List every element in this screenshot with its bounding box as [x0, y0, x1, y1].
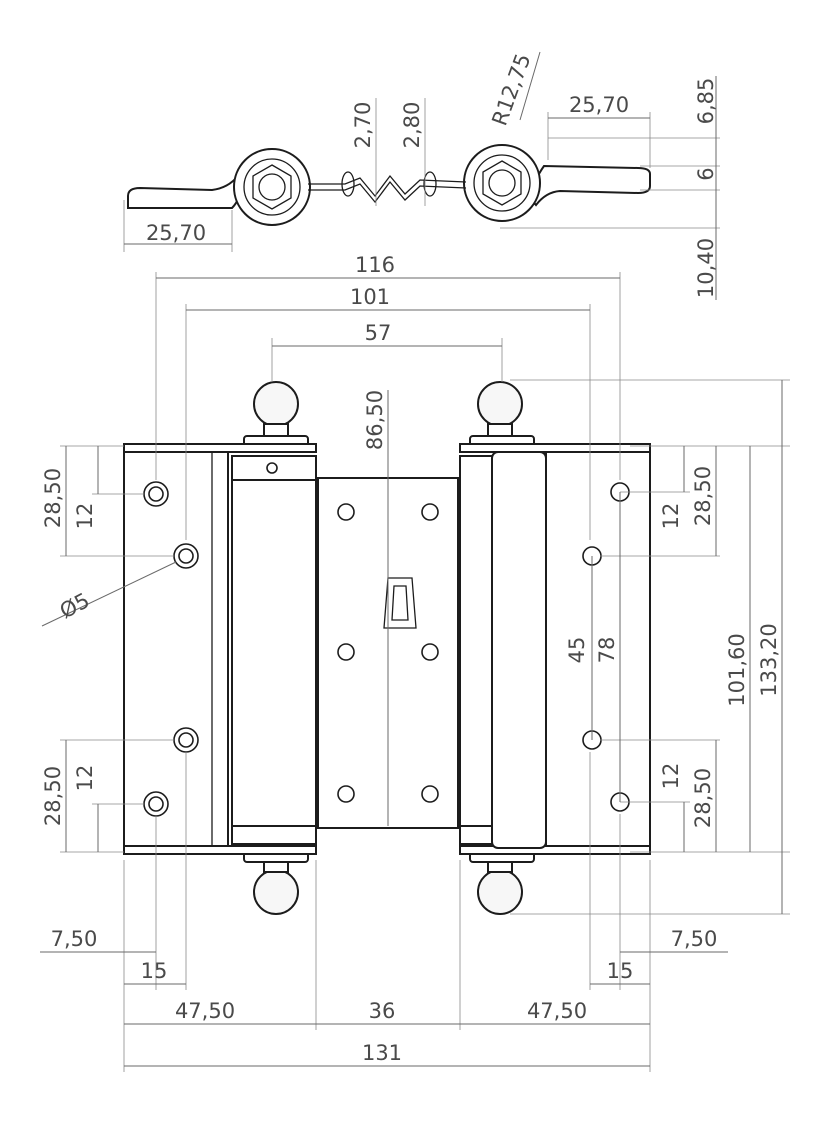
dim-hole-diameter: Ø5 — [56, 588, 94, 623]
front-dimensions: 116 101 57 86,50 28,50 12 Ø5 28,50 12 12… — [40, 253, 790, 1072]
dim-leaf-height: 101,60 — [725, 633, 749, 706]
top-right-hex-nut — [482, 160, 522, 206]
dim-top-left-leaf: 25,70 — [146, 221, 206, 245]
dim-right-inner-span: 45 — [565, 637, 589, 664]
dim-right-hole-spacing: 15 — [607, 959, 634, 983]
dim-right-outer-span: 78 — [595, 637, 619, 664]
dim-gap-right: 2,80 — [400, 102, 424, 149]
bottom-left-knob — [253, 869, 299, 915]
top-center-link — [308, 174, 467, 198]
bottom-right-knob — [477, 869, 523, 915]
dim-top-right-leaf: 25,70 — [569, 93, 629, 117]
top-view: 25,70 25,70 2,70 2,80 R12,75 6,85 6 10,4… — [123, 50, 720, 300]
dim-left-hole-spacing: 15 — [141, 959, 168, 983]
dim-h-top: 6,85 — [694, 78, 718, 125]
dim-overall-width-top: 116 — [355, 253, 395, 277]
dim-right-edge: 7,50 — [671, 927, 718, 951]
left-spring-barrel — [231, 455, 317, 845]
dim-center-width: 36 — [369, 999, 396, 1023]
dim-left-leaf-width: 47,50 — [175, 999, 235, 1023]
dim-left-bottom-outer: 28,50 — [41, 766, 65, 826]
dim-right-leaf-width: 47,50 — [527, 999, 587, 1023]
top-left-leaf — [127, 174, 246, 209]
dim-left-bottom-inner: 12 — [73, 765, 97, 792]
dim-gap-left: 2,70 — [351, 102, 375, 149]
front-left-leaf — [123, 445, 229, 853]
dim-right-bottom-outer: 28,50 — [691, 768, 715, 828]
top-left-knuckle — [233, 148, 311, 226]
dim-left-top-inner: 12 — [73, 503, 97, 530]
top-left-knob — [253, 381, 299, 427]
top-right-knuckle — [463, 144, 541, 222]
dim-hole-span: 101 — [350, 285, 390, 309]
dim-h-mid: 6 — [694, 167, 718, 180]
top-right-knob — [477, 381, 523, 427]
top-left-hex-nut — [252, 164, 292, 210]
dim-overall-width: 131 — [362, 1041, 402, 1065]
dim-right-top-outer: 28,50 — [691, 466, 715, 526]
dim-left-top-outer: 28,50 — [41, 468, 65, 528]
top-right-leaf — [528, 164, 651, 207]
dim-center-plate-height: 86,50 — [363, 390, 387, 450]
center-lock — [383, 577, 417, 629]
dim-right-top-inner: 12 — [659, 503, 683, 530]
dim-knob-span: 57 — [365, 321, 392, 345]
dim-left-edge: 7,50 — [51, 927, 98, 951]
dim-radius: R12,75 — [487, 50, 535, 128]
dim-overall-height: 133,20 — [757, 623, 781, 696]
dim-right-bottom-inner: 12 — [659, 763, 683, 790]
dim-h-bottom: 10,40 — [694, 238, 718, 298]
